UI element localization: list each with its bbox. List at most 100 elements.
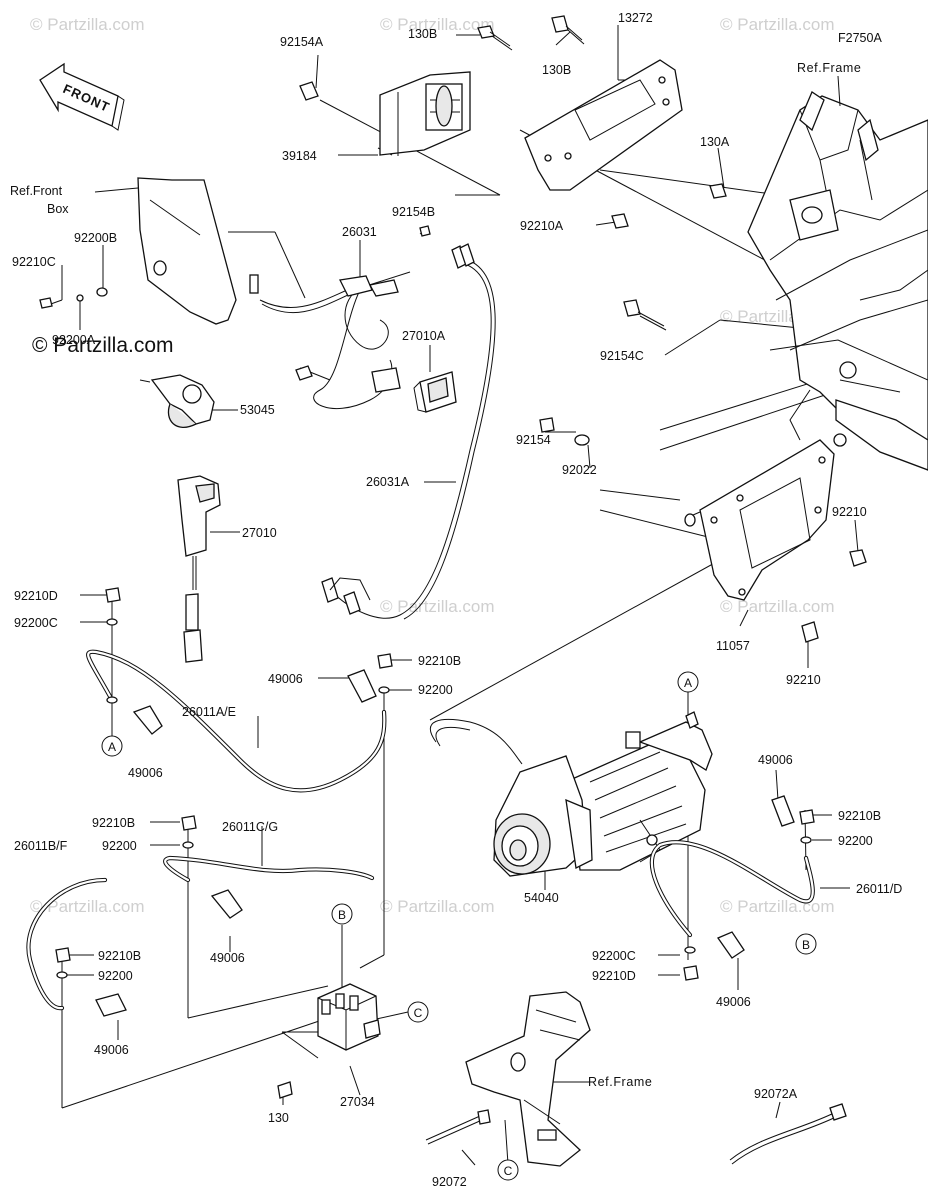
watermark-5: © Partzilla.com xyxy=(380,597,495,616)
part-label-92154C: 92154C xyxy=(600,349,644,363)
part-label-11057: 11057 xyxy=(716,639,750,653)
part-label-49006-3: 49006 xyxy=(210,951,245,965)
part-label-27034: 27034 xyxy=(340,1095,375,1109)
callout-a-right xyxy=(677,671,699,693)
label-f2750a: F2750A xyxy=(838,31,882,45)
part-27010A-switch xyxy=(413,371,457,413)
label-box: Box xyxy=(47,202,69,216)
part-label-130B-2: 130B xyxy=(542,63,571,77)
part-11057-winch-plate xyxy=(684,439,835,601)
watermark-8: © Partzilla.com xyxy=(380,897,495,916)
part-label-92154: 92154 xyxy=(516,433,551,447)
label-ref-frame-top: Ref.Frame xyxy=(797,61,861,75)
battery-cables xyxy=(26,649,815,1011)
part-label-26011AE: 26011A/E xyxy=(182,705,236,719)
part-label-49006-5: 49006 xyxy=(758,753,793,767)
callout-b-left-text: B xyxy=(338,908,346,922)
part-label-92154A: 92154A xyxy=(280,35,324,49)
part-label-54040: 54040 xyxy=(524,891,559,905)
part-26031-harness xyxy=(249,271,411,409)
cable-ties xyxy=(425,1103,847,1165)
part-label-92210-1: 92210 xyxy=(832,505,867,519)
callout-b-right-text: B xyxy=(802,938,810,952)
part-label-49006-4: 49006 xyxy=(94,1043,129,1057)
callout-c-top-text: C xyxy=(414,1006,423,1020)
watermark-9: © Partzilla.com xyxy=(720,897,835,916)
part-39184-fairlead xyxy=(379,71,471,156)
part-label-49006-1: 49006 xyxy=(268,672,303,686)
part-label-26011BF: 26011B/F xyxy=(14,839,68,853)
part-label-92072: 92072 xyxy=(432,1175,467,1189)
callout-a-left xyxy=(101,735,123,757)
small-washers xyxy=(39,287,108,309)
callout-c-bottom-text: C xyxy=(504,1164,513,1178)
callout-b-left xyxy=(331,903,353,925)
watermark-7: © Partzilla.com xyxy=(30,897,145,916)
part-label-92210D-1: 92210D xyxy=(14,589,58,603)
part-26031A-cable xyxy=(321,243,496,620)
part-label-92200C-2: 92200C xyxy=(592,949,636,963)
part-label-92210B-4: 92210B xyxy=(838,809,881,823)
part-label-39184: 39184 xyxy=(282,149,317,163)
part-label-92200-2: 92200 xyxy=(102,839,137,853)
part-label-130B-1: 130B xyxy=(408,27,437,41)
lower-frame-bracket xyxy=(465,991,591,1167)
part-label-13272: 13272 xyxy=(618,11,653,25)
part-label-49006-6: 49006 xyxy=(716,995,751,1009)
part-27010-controller xyxy=(177,475,221,663)
part-label-92210B-3: 92210B xyxy=(98,949,141,963)
part-label-27010: 27010 xyxy=(242,526,277,540)
vehicle-frame xyxy=(747,91,928,471)
part-label-26011D: 26011/D xyxy=(856,882,902,896)
callout-a-right-text: A xyxy=(684,676,692,690)
part-label-92210D-2: 92210D xyxy=(592,969,636,983)
part-label-92200-1: 92200 xyxy=(418,683,453,697)
part-label-92200A: 92200A xyxy=(52,333,96,347)
part-label-49006-2: 49006 xyxy=(128,766,163,780)
watermark-3: © Partzilla.com xyxy=(720,15,835,34)
part-labels: 92154A 130B 130B 13272 39184 92210A 130A… xyxy=(12,11,902,1189)
part-label-92200-4: 92200 xyxy=(838,834,873,848)
callout-a-left-text: A xyxy=(108,740,116,754)
label-ref-frame-lower: Ref.Frame xyxy=(588,1075,652,1089)
bolts xyxy=(299,15,727,446)
bolt-130 xyxy=(277,1081,293,1099)
terminal-boots xyxy=(95,669,795,1017)
nuts-92210 xyxy=(801,549,867,643)
part-label-53045: 53045 xyxy=(240,403,275,417)
part-label-92200-3: 92200 xyxy=(98,969,133,983)
callout-circles: A A B B C C xyxy=(101,671,817,1181)
part-label-92210B-1: 92210B xyxy=(418,654,461,668)
part-label-27010A: 27010A xyxy=(402,329,446,343)
callout-b-right xyxy=(795,933,817,955)
watermark-6: © Partzilla.com xyxy=(720,597,835,616)
nuts-and-washers xyxy=(55,587,815,981)
part-label-92154B: 92154B xyxy=(392,205,435,219)
front-direction-arrow: FRONT xyxy=(39,62,125,131)
part-label-26031: 26031 xyxy=(342,225,377,239)
ref-front-box xyxy=(137,177,237,325)
part-54040-winch xyxy=(429,711,713,877)
watermark-1: © Partzilla.com xyxy=(30,15,145,34)
part-label-26011CG: 26011C/G xyxy=(222,820,278,834)
part-label-130A: 130A xyxy=(700,135,730,149)
part-label-92210-2: 92210 xyxy=(786,673,821,687)
part-13272-mount-plate xyxy=(524,59,683,191)
part-label-26031A: 26031A xyxy=(366,475,410,489)
part-label-92210B-2: 92210B xyxy=(92,816,135,830)
watermarks: © Partzilla.com © Partzilla.com © Partzi… xyxy=(30,15,835,916)
part-label-92072A: 92072A xyxy=(754,1087,798,1101)
part-27034-relay xyxy=(317,983,381,1051)
part-label-92200B: 92200B xyxy=(74,231,117,245)
part-label-92200C-1: 92200C xyxy=(14,616,58,630)
part-label-92210A: 92210A xyxy=(520,219,564,233)
part-label-92022: 92022 xyxy=(562,463,597,477)
part-label-130: 130 xyxy=(268,1111,289,1125)
watermark-2: © Partzilla.com xyxy=(380,15,495,34)
part-label-92210C: 92210C xyxy=(12,255,56,269)
label-ref-front: Ref.Front xyxy=(10,184,63,198)
callout-c-bottom xyxy=(497,1159,519,1181)
partzilla-logo-text: © Partzilla.com xyxy=(32,334,174,357)
part-53045-switch-mount xyxy=(139,374,215,428)
